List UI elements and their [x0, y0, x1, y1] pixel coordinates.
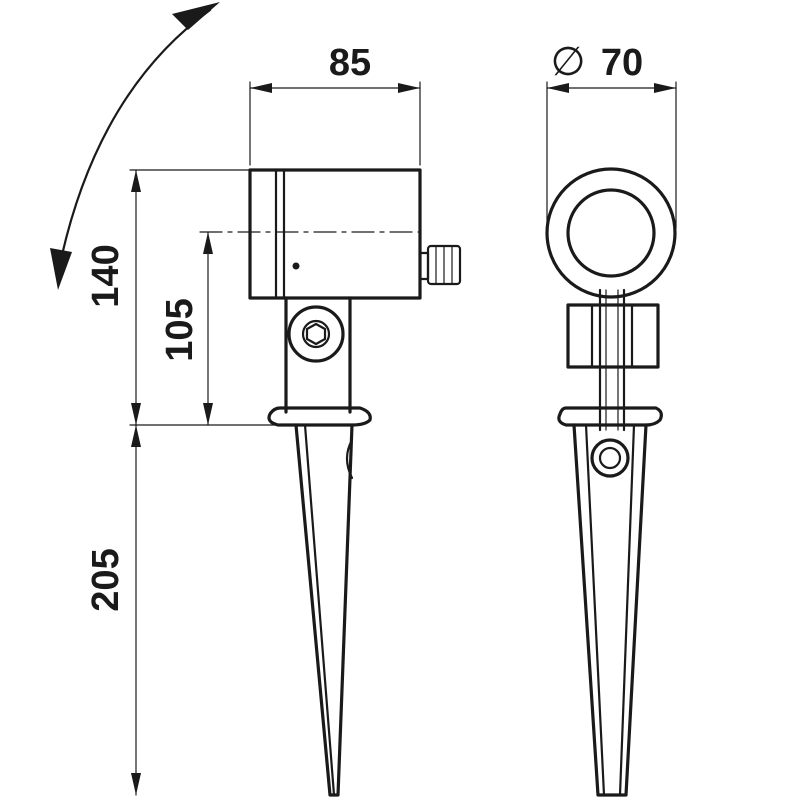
rotation-arrow	[50, 2, 220, 290]
dimension-diameter-label: 70	[601, 42, 643, 84]
side-view-spike	[267, 406, 372, 797]
dimension-spike-length: 205	[85, 424, 291, 796]
side-view-bracket	[284, 296, 352, 414]
dimension-width-label: 85	[329, 42, 371, 84]
dimension-diameter: ∅ 70	[546, 40, 677, 229]
dimension-head-height-label: 140	[85, 244, 127, 307]
dimension-head-height: 140	[85, 169, 251, 426]
dimension-spike-length-label: 205	[85, 548, 127, 611]
front-view-lamp	[545, 167, 677, 299]
dimension-width: 85	[249, 42, 421, 166]
dimension-pivot-height: 105	[159, 231, 213, 426]
front-view-bracket	[557, 288, 663, 797]
side-view-lamp-head	[199, 168, 462, 300]
diameter-symbol: ∅	[551, 40, 586, 84]
dimension-pivot-height-label: 105	[159, 298, 201, 361]
